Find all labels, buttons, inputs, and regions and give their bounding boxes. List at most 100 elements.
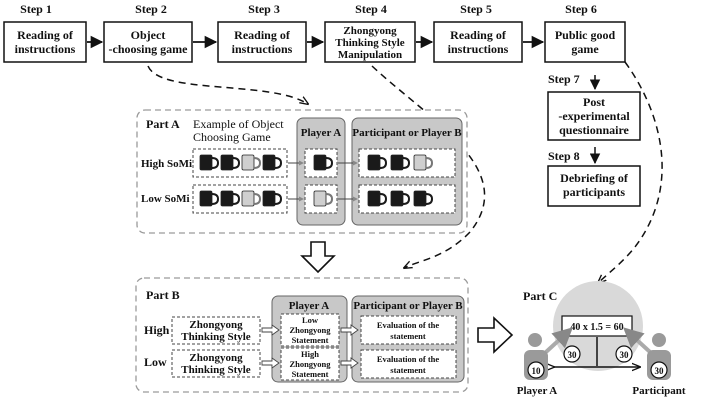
part-b-high-statement-box [280, 313, 340, 347]
step-3-label: Step 3 [248, 2, 280, 16]
part-b-high-evaluation-box [360, 315, 457, 345]
part-c-player-a-label: Player A [517, 385, 557, 397]
step-7-text-3: questionnaire [559, 123, 629, 137]
step-3-text-2: instructions [232, 42, 293, 56]
part-a-example-label-1: Example of Object [193, 117, 284, 131]
part-b-low-statement-1: High [301, 349, 319, 359]
mug-icon-row1-participant-2 [390, 154, 411, 171]
step-8-label: Step 8 [548, 149, 580, 163]
cups-layer [199, 154, 434, 207]
step-2-label: Step 2 [135, 2, 167, 16]
part-c-participant-head [652, 333, 666, 347]
step-7-box [547, 91, 641, 141]
step-4-text-3: Manipulation [338, 49, 402, 61]
mug-icon-row2-player-a-1 [313, 190, 334, 207]
part-c-participant-keep: 30 [655, 366, 665, 376]
part-c-participant-keep-coin [650, 361, 668, 379]
part-c-player-a-keep: 10 [532, 366, 542, 376]
step-8-box [547, 165, 641, 207]
part-a-to-part-b-arrow [300, 241, 336, 274]
part-c-player-a-keep-coin [527, 361, 545, 379]
dashed-connector-step2-partA [147, 65, 308, 104]
step-2-text-1: Object [131, 28, 166, 42]
mug-icon-row1-participant-1 [367, 154, 388, 171]
mug-icon-row1-example-1 [199, 154, 220, 171]
part-c: Part C 40 x 1.5 = 60 10 30 Player A 30 3… [517, 281, 686, 397]
part-b-low-evaluation-box [360, 349, 457, 379]
part-b-low-evaluation-2: statement [390, 365, 426, 375]
mug-icon-row1-example-4 [262, 154, 283, 171]
part-b-low-style-1: Zhongyong [189, 352, 243, 364]
step-1-text-1: Reading of [17, 28, 74, 42]
part-b-high-arrow-2 [340, 324, 359, 336]
part-b-participant-label: Participant or Player B [353, 300, 463, 312]
mug-icon-row2-example-2 [220, 190, 241, 207]
part-a-row-high-label: High SoMi [141, 158, 192, 170]
mug-icon-row2-example-4 [262, 190, 283, 207]
step-7-text-2: -experimental [558, 109, 630, 123]
step-2-text-2: -choosing game [109, 42, 189, 56]
step-6-label: Step 6 [565, 2, 597, 16]
part-b-high-evaluation-2: statement [390, 331, 426, 341]
mug-icon-row2-example-1 [199, 190, 220, 207]
step-8-text-1: Debriefing of [560, 171, 629, 185]
step-3-text-1: Reading of [234, 28, 291, 42]
dashed-connector-step4-partB [371, 65, 486, 268]
part-b-low-arrow-2 [340, 357, 359, 369]
part-b-title: Part B [146, 288, 180, 302]
step-4-text-1: Zhongyong [343, 25, 397, 37]
part-c-player-a-contrib-coin [563, 345, 581, 363]
part-b-high-statement-1: Low [302, 315, 319, 325]
step-2-box [103, 21, 193, 63]
mug-icon-row1-player-a-1 [313, 154, 334, 171]
step-5-text-2: instructions [448, 42, 509, 56]
part-b-high-style-box [171, 316, 261, 345]
part-b-high-style-1: Zhongyong [189, 319, 243, 331]
part-b-high-statement-2: Zhongyong [289, 325, 331, 335]
part-b-player-a-label: Player A [289, 300, 329, 312]
part-b-high-arrow-1 [261, 324, 280, 336]
mug-icon-row2-participant-2 [390, 190, 411, 207]
mug-icon-row1-example-2 [220, 154, 241, 171]
part-b-level-low: Low [144, 355, 167, 369]
part-b-low-statement-2: Zhongyong [289, 359, 331, 369]
step-1-label: Step 1 [20, 2, 52, 16]
part-b-high-statement-3: Statement [292, 335, 329, 345]
mug-icon-row2-example-3 [241, 190, 262, 207]
part-c-title: Part C [523, 289, 557, 303]
step-5-text-1: Reading of [450, 28, 507, 42]
step-7-label: Step 7 [548, 72, 580, 86]
part-b: Part B Player A Participant or Player B … [135, 277, 469, 393]
part-b-high-style-2: Thinking Style [181, 331, 251, 343]
part-b-level-high: High [144, 323, 170, 337]
part-a-player-a-label: Player A [301, 127, 341, 139]
step-4-text-2: Thinking Style [335, 37, 405, 49]
part-b-low-style-box [171, 349, 261, 378]
part-c-player-a-contrib: 30 [568, 350, 578, 360]
part-b-low-style-2: Thinking Style [181, 364, 251, 376]
part-c-participant-contrib-coin [615, 345, 633, 363]
part-c-equation: 40 x 1.5 = 60 [570, 322, 623, 333]
step-8-text-2: participants [563, 185, 625, 199]
dashed-connector-step6-partC [598, 61, 663, 283]
part-b-low-arrow-1 [261, 357, 280, 369]
step-1-text-2: instructions [15, 42, 76, 56]
step-4-label: Step 4 [355, 2, 387, 16]
part-c-equation-box [561, 315, 633, 337]
mug-icon-row2-participant-1 [367, 190, 388, 207]
part-a-participant-label: Participant or Player B [352, 127, 462, 139]
mug-icon-row2-participant-3 [413, 190, 434, 207]
step-7-text-1: Post [583, 95, 605, 109]
mug-icon-row1-example-3 [241, 154, 262, 171]
step-6-text-2: game [571, 42, 599, 56]
part-c-player-a-contribution-arrow [544, 327, 573, 354]
part-c-participant-label: Participant [632, 385, 685, 397]
part-c-participant-contribution-arrow [623, 327, 652, 354]
part-a-title: Part A [146, 117, 180, 131]
step-row: Step 1 Step 2 Step 3 Step 4 Step 5 Step … [3, 2, 641, 207]
part-b-high-evaluation-1: Evaluation of the [377, 320, 440, 330]
part-b-low-statement-3: Statement [292, 369, 329, 379]
mug-icon-row1-participant-3 [413, 154, 434, 171]
step-6-text-1: Public good [555, 28, 616, 42]
